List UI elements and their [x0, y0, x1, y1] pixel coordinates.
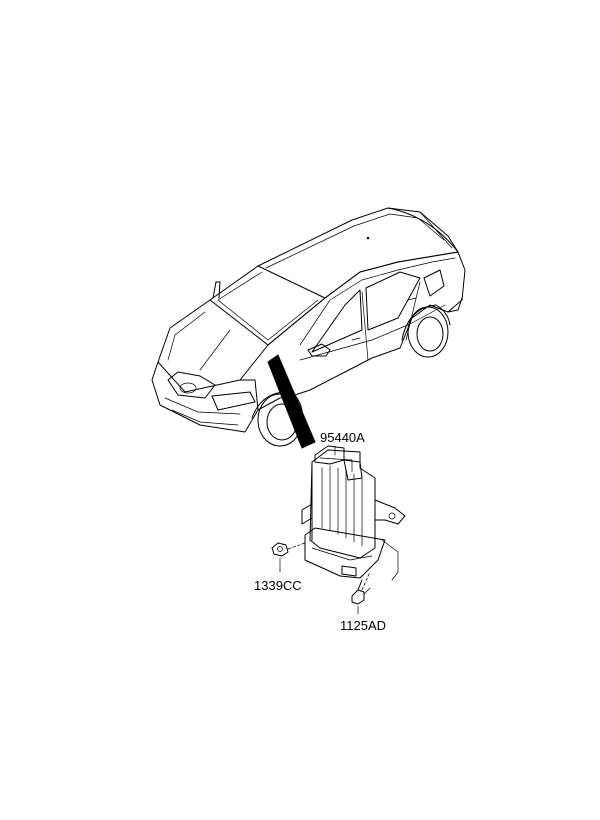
location-arrow [267, 354, 316, 449]
part-label-95440A: 95440A [320, 430, 365, 445]
part-label-1125AD: 1125AD [340, 618, 386, 633]
bolt-1125AD [351, 571, 371, 605]
part-label-1339CC: 1339CC [254, 578, 302, 593]
car-illustration [151, 207, 466, 447]
control-module-95440A [301, 445, 406, 581]
nut-1339CC [271, 542, 306, 557]
